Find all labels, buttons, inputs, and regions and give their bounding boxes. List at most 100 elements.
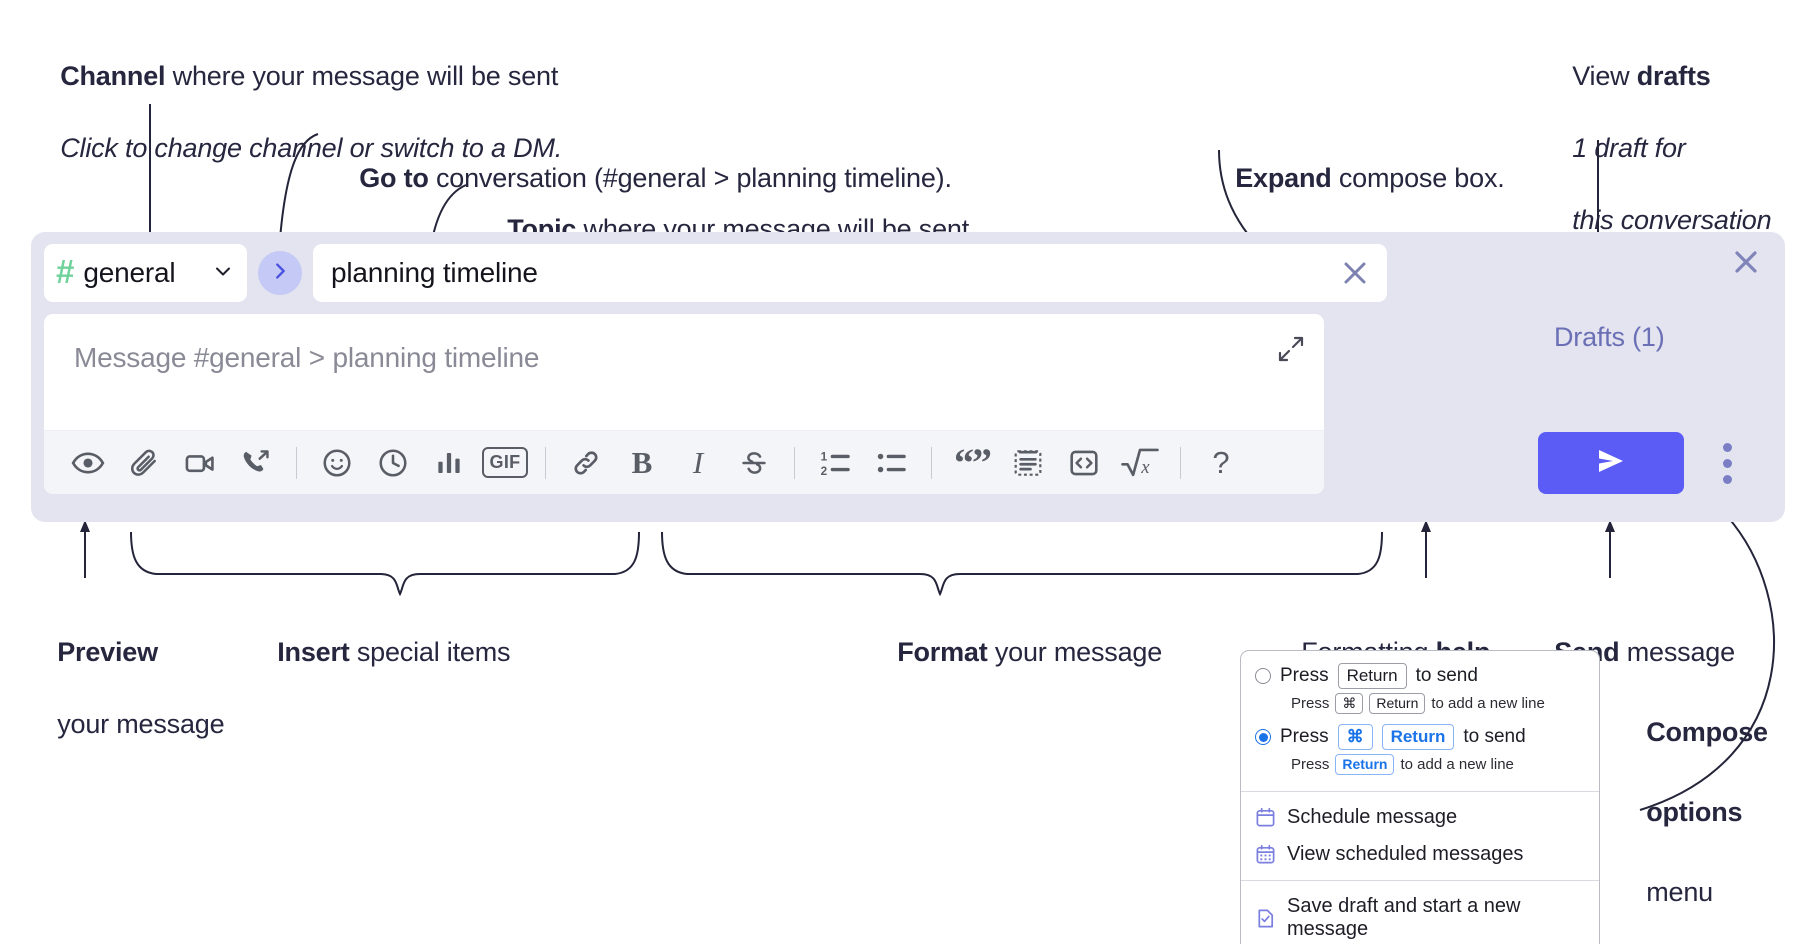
annotation-channel-rest: where your message will be sent (165, 61, 559, 91)
preview-icon[interactable] (60, 435, 116, 491)
option-sub-pre: Press (1291, 695, 1330, 712)
annotation-preview-line2: your message (57, 709, 225, 739)
kebab-dot (1722, 474, 1732, 484)
calendar-icon (1255, 807, 1276, 828)
annotation-insert-rest: special items (349, 637, 511, 667)
annotation-channel-bold: Channel (60, 61, 166, 91)
annotation-expand: Expand compose box. (1206, 124, 1505, 232)
goto-conversation-button[interactable] (258, 251, 302, 295)
calendar-grid-icon (1255, 844, 1276, 865)
svg-text:2: 2 (821, 464, 828, 477)
schedule-group: Schedule message View schedul (1241, 792, 1599, 880)
svg-text:x: x (1140, 457, 1150, 478)
gif-label: GIF (481, 447, 529, 478)
option-sub-post: to add a new line (1400, 756, 1514, 773)
math-icon[interactable]: x (1112, 435, 1168, 491)
kebab-dot (1722, 458, 1732, 468)
compose-box: # general planning timeline (31, 232, 1785, 522)
code-block-icon[interactable] (1000, 435, 1056, 491)
send-icon (1589, 444, 1633, 483)
annotation-insert: Insert special items (248, 598, 510, 706)
drafts-link[interactable]: Drafts (1) (1554, 322, 1665, 352)
menu-divider (1241, 791, 1599, 792)
channel-name: general (83, 257, 176, 288)
option-label-post: to send (1463, 726, 1526, 747)
annotation-drafts: View drafts 1 draft for this conversatio… (1543, 22, 1771, 274)
svg-text:1: 1 (821, 450, 828, 463)
chevron-right-icon (269, 260, 291, 287)
channel-selector[interactable]: # general (44, 244, 247, 302)
draft-group: Save draft and start a new message (1241, 881, 1599, 944)
bulleted-list-icon[interactable] (863, 435, 919, 491)
annotation-send-rest: message (1619, 637, 1735, 667)
key-command: ⌘ (1337, 724, 1373, 750)
option-label-pre: Press (1280, 665, 1329, 686)
toolbar-separator (545, 446, 546, 479)
key-return: Return (1369, 693, 1426, 714)
menu-item-label: Schedule message (1287, 806, 1458, 828)
toolbar-separator (931, 446, 932, 479)
expand-compose-button[interactable] (1276, 334, 1306, 369)
option-sub-pre: Press (1291, 756, 1330, 773)
menu-item-schedule-message[interactable]: Schedule message (1241, 795, 1599, 836)
annotation-drafts-italic1: 1 draft for (1572, 133, 1686, 163)
gif-icon[interactable]: GIF (477, 435, 533, 491)
strikethrough-icon[interactable] (726, 435, 782, 491)
annotation-drafts-bold: drafts (1636, 61, 1711, 91)
menu-item-label: Save draft and start a new message (1287, 895, 1521, 940)
link-icon[interactable] (558, 435, 614, 491)
menu-item-view-scheduled-messages[interactable]: View scheduled messages (1241, 836, 1599, 873)
annotation-format-bold: Format (897, 637, 988, 667)
annotation-expand-bold: Expand (1235, 163, 1332, 193)
message-input-area[interactable]: Message #general > planning timeline (44, 314, 1324, 494)
compose-header-row: # general planning timeline (44, 244, 1387, 302)
annotation-compose-options-rest: menu (1646, 877, 1713, 907)
clock-icon[interactable] (365, 435, 421, 491)
audio-call-icon[interactable] (228, 435, 284, 491)
help-label: ? (1212, 444, 1230, 480)
message-placeholder: Message #general > planning timeline (74, 342, 540, 373)
send-button[interactable] (1538, 432, 1684, 494)
annotation-format-rest: your message (987, 637, 1163, 667)
annotation-compose-options: Compose options menu (1617, 672, 1768, 944)
annotation-compose-options-bold1: Compose (1646, 717, 1768, 747)
annotation-format: Format your message (868, 598, 1162, 706)
compose-options-button[interactable] (1710, 430, 1744, 496)
key-return: Return (1381, 724, 1455, 750)
code-icon[interactable] (1056, 435, 1112, 491)
poll-icon[interactable] (421, 435, 477, 491)
option-label-pre: Press (1280, 726, 1329, 747)
option-label-post: to send (1415, 665, 1478, 686)
menu-item-save-draft[interactable]: Save draft and start a new message (1241, 884, 1599, 944)
help-icon[interactable]: ? (1193, 435, 1249, 491)
annotation-expand-rest: compose box. (1331, 163, 1505, 193)
close-compose-button[interactable] (1729, 245, 1763, 279)
emoji-icon[interactable] (309, 435, 365, 491)
topic-input[interactable]: planning timeline (313, 244, 1387, 302)
send-shortcut-options: Press Return to send Press ⌘ Return to a… (1241, 651, 1599, 791)
send-option-cmd-return[interactable]: Press ⌘ Return to send Press Return to a… (1241, 722, 1599, 783)
video-icon[interactable] (172, 435, 228, 491)
ordered-list-icon[interactable]: 1 2 (807, 435, 863, 491)
radio-selected[interactable] (1255, 729, 1271, 745)
annotation-goto-bold: Go to (359, 163, 429, 193)
attachment-icon[interactable] (116, 435, 172, 491)
annotation-drafts-italic2: this conversation (1572, 205, 1772, 235)
compose-options-menu: Press Return to send Press ⌘ Return to a… (1240, 650, 1600, 944)
key-return: Return (1335, 754, 1395, 775)
menu-divider (1241, 880, 1599, 881)
annotation-compose-options-bold2: options (1646, 797, 1743, 827)
formatting-toolbar: GIF B I (44, 430, 1324, 494)
save-draft-icon (1255, 908, 1276, 929)
blockquote-icon[interactable]: “” (944, 435, 1000, 491)
radio-unselected[interactable] (1255, 668, 1271, 684)
italic-icon[interactable]: I (670, 435, 726, 491)
clear-topic-icon[interactable] (1339, 257, 1371, 289)
key-command: ⌘ (1335, 693, 1364, 714)
option-sub-post: to add a new line (1431, 695, 1545, 712)
bold-icon[interactable]: B (614, 435, 670, 491)
chevron-down-icon (211, 259, 235, 288)
send-option-return[interactable]: Press Return to send Press ⌘ Return to a… (1241, 661, 1599, 722)
annotation-preview: Preview your message (28, 598, 224, 778)
